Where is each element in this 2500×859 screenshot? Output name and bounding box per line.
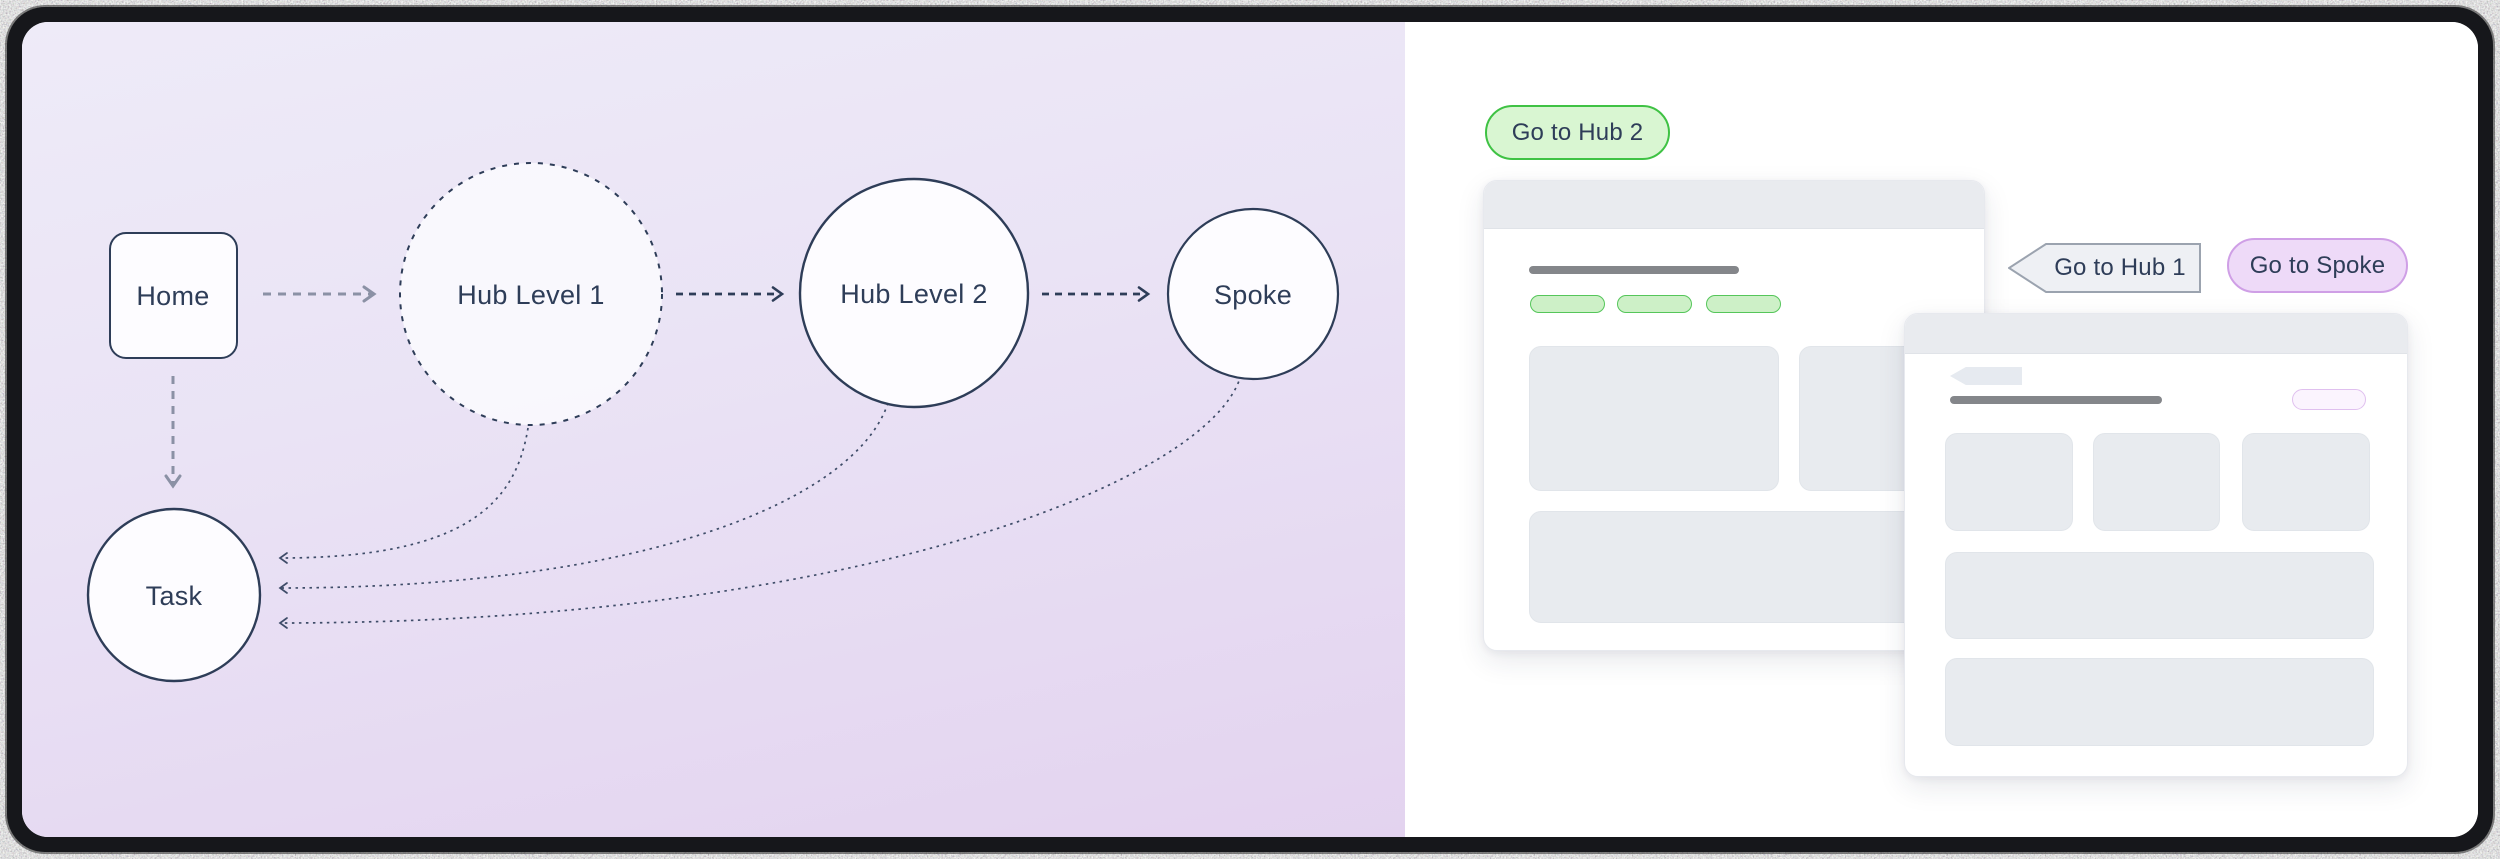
node-home-label: Home xyxy=(136,281,209,311)
content-block-placeholder xyxy=(2093,433,2220,531)
chip-placeholder xyxy=(1530,295,1605,313)
title-bar-placeholder xyxy=(1950,396,2162,404)
chip-placeholder xyxy=(1706,295,1781,313)
hub-page-mock-card xyxy=(1483,180,1985,651)
go-to-hub1-button[interactable]: Go to Hub 1 xyxy=(2008,243,2202,293)
card-header xyxy=(1905,314,2407,354)
content-block-placeholder xyxy=(1945,658,2374,746)
node-home: Home xyxy=(109,232,238,359)
content-block-placeholder xyxy=(1945,552,2374,639)
app-window: Home Hub Level 1 Hub Level 2 Spoke xyxy=(22,22,2478,837)
go-to-hub2-button-label: Go to Hub 2 xyxy=(1511,118,1644,146)
go-to-hub2-button[interactable]: Go to Hub 2 xyxy=(1485,105,1670,160)
edge-hub1-to-task xyxy=(278,427,529,564)
node-spoke: Spoke xyxy=(1166,207,1340,381)
content-block-placeholder xyxy=(1529,346,1779,491)
node-spoke-label: Spoke xyxy=(1214,280,1292,310)
node-hub-level-2-label: Hub Level 2 xyxy=(840,279,987,309)
content-block-placeholder xyxy=(1945,433,2073,531)
go-to-spoke-button-label: Go to Spoke xyxy=(2249,251,2386,279)
diagram-edges xyxy=(164,285,1242,629)
device-frame: Home Hub Level 1 Hub Level 2 Spoke xyxy=(7,7,2493,852)
node-hub-level-1: Hub Level 1 xyxy=(399,162,663,426)
node-task: Task xyxy=(86,507,262,683)
edge-spoke-to-task xyxy=(278,374,1242,629)
node-task-label: Task xyxy=(146,581,203,611)
preview-panel: Go to Hub 2 xyxy=(1405,22,2478,837)
purple-badge-placeholder xyxy=(2292,389,2366,410)
back-button-placeholder xyxy=(1950,367,2022,385)
title-bar-placeholder xyxy=(1529,266,1739,274)
edge-hub2-to-task xyxy=(278,402,889,594)
diagram-panel: Home Hub Level 1 Hub Level 2 Spoke xyxy=(22,22,1405,837)
spoke-page-mock-card xyxy=(1904,313,2408,777)
hub-spoke-diagram: Home Hub Level 1 Hub Level 2 Spoke xyxy=(86,162,1340,683)
node-hub-level-2: Hub Level 2 xyxy=(798,177,1030,409)
content-block-placeholder xyxy=(2242,433,2370,531)
chip-placeholder xyxy=(1617,295,1692,313)
card-header xyxy=(1484,181,1984,229)
node-hub-level-1-label: Hub Level 1 xyxy=(457,280,604,310)
content-block-placeholder xyxy=(1529,511,1941,623)
go-to-hub1-button-label: Go to Hub 1 xyxy=(2054,254,2186,281)
go-to-spoke-button[interactable]: Go to Spoke xyxy=(2227,238,2408,293)
tag-arrow-shape xyxy=(2008,243,2201,293)
